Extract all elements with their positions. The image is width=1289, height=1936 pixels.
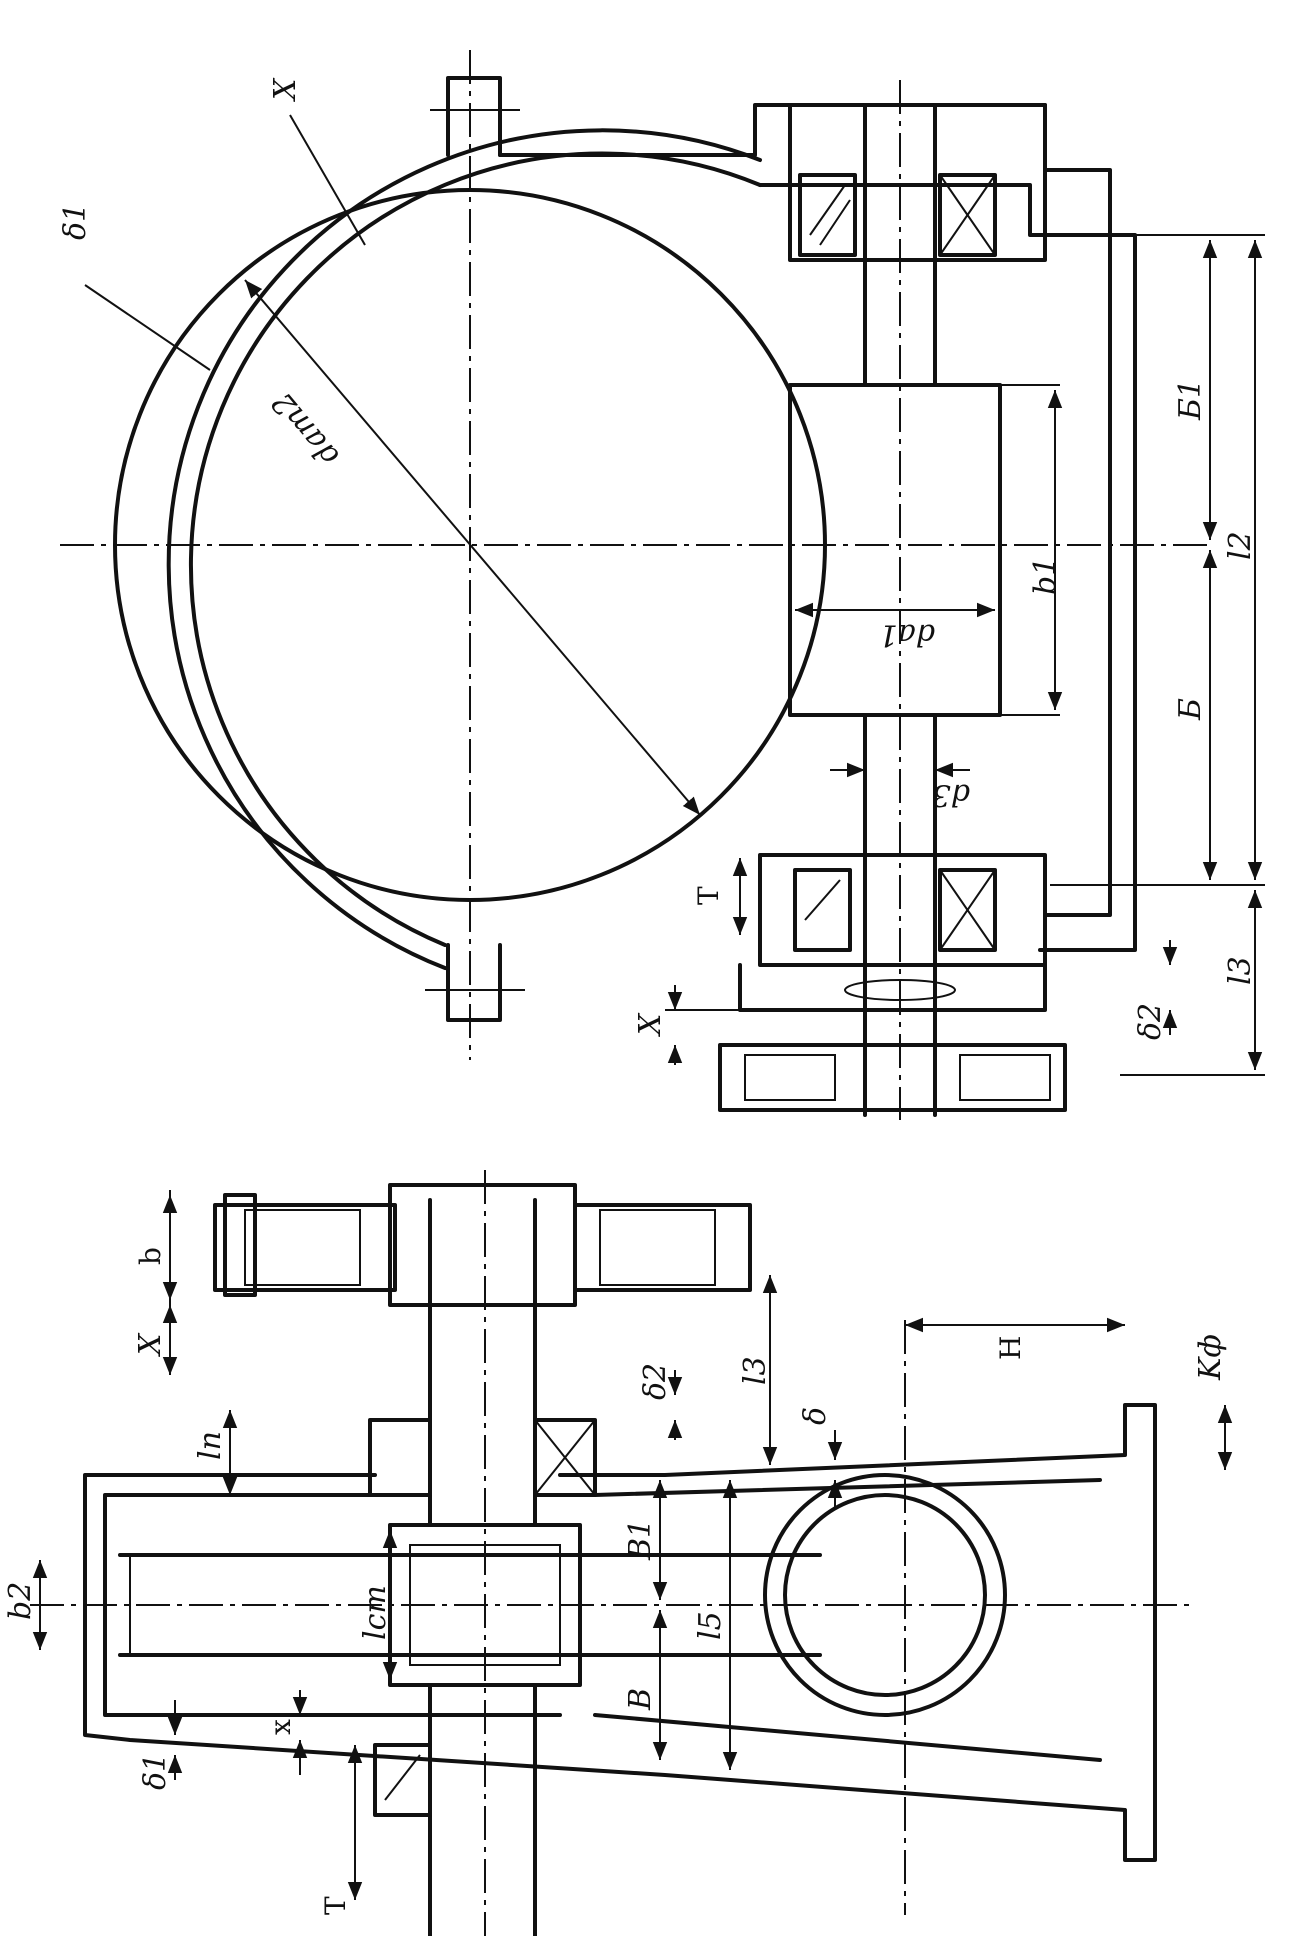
bottom-bearing-block bbox=[758, 853, 1047, 967]
top-bearing-block bbox=[788, 103, 1047, 262]
top-bearing-right bbox=[938, 173, 997, 257]
label-l2: l2 bbox=[1223, 531, 1258, 560]
label-l5: l5 bbox=[693, 1611, 728, 1640]
top-bearing-left bbox=[798, 173, 857, 257]
side-view: b X δ2 l3 δ H Kф ln B1 b2 lcm l5 B x δ1 … bbox=[3, 1170, 1233, 1936]
label-T-top: T bbox=[692, 886, 725, 905]
label-lcm: lcm bbox=[358, 1585, 393, 1640]
bottom-bearing-left bbox=[793, 868, 852, 952]
label-delta-side: δ bbox=[798, 1407, 833, 1425]
label-B1-side: B1 bbox=[623, 1519, 658, 1561]
label-B-side: B bbox=[623, 1688, 658, 1711]
label-x-bottom: X bbox=[633, 1012, 668, 1037]
label-b-side: b bbox=[134, 1247, 167, 1265]
coupling bbox=[718, 1043, 1067, 1112]
label-d3: d3 bbox=[932, 777, 970, 812]
label-b2: b2 bbox=[3, 1582, 38, 1620]
label-da1: da1 bbox=[879, 617, 935, 652]
label-ln: ln bbox=[193, 1431, 228, 1460]
worm-body bbox=[788, 383, 1002, 717]
side-output-shaft bbox=[118, 1553, 822, 1657]
label-H: H bbox=[994, 1336, 1027, 1360]
housing-inner-right-wall bbox=[758, 183, 1137, 952]
label-delta2-side: δ2 bbox=[638, 1363, 673, 1400]
label-b1: b1 bbox=[1028, 557, 1063, 595]
label-B-cyr: Б bbox=[1173, 698, 1208, 721]
worm-shaft-lower bbox=[863, 713, 937, 1117]
side-pulley bbox=[213, 1203, 752, 1292]
side-worm-shaft bbox=[428, 1198, 537, 1936]
label-dam2: dam2 bbox=[265, 385, 346, 472]
bottom-bearing-right bbox=[938, 868, 997, 952]
worm-shaft-upper bbox=[863, 103, 937, 387]
label-delta1-top: δ1 bbox=[58, 203, 93, 240]
label-B1-cyr: Б1 bbox=[1173, 379, 1208, 421]
housing-inner-arc bbox=[189, 151, 762, 947]
label-X-side: X bbox=[133, 1332, 168, 1357]
label-T-side: T bbox=[319, 1896, 352, 1915]
top-flange-lug bbox=[446, 76, 502, 157]
label-l3-side: l3 bbox=[738, 1356, 773, 1385]
bottom-flange-lug bbox=[446, 943, 502, 1022]
side-bearing-circle bbox=[763, 1473, 1007, 1717]
end-cap bbox=[738, 963, 1047, 1012]
label-delta1-side: δ1 bbox=[138, 1753, 173, 1790]
housing-outer-arc bbox=[166, 128, 762, 970]
top-view: X δ1 dam2 b1 da1 d3 Б1 Б l2 l3 T X δ2 bbox=[58, 50, 1265, 1120]
label-delta2-top: δ2 bbox=[1133, 1003, 1168, 1040]
dam2-diameter-line bbox=[244, 279, 701, 816]
housing-right-wall bbox=[498, 103, 1112, 917]
side-housing-inner bbox=[103, 1493, 562, 1717]
label-l3-top: l3 bbox=[1223, 956, 1258, 985]
label-x-small: x bbox=[264, 1719, 297, 1735]
label-x-top: X bbox=[268, 77, 303, 102]
side-housing-outline bbox=[83, 1403, 1157, 1862]
label-Kf: Kф bbox=[1193, 1334, 1228, 1381]
